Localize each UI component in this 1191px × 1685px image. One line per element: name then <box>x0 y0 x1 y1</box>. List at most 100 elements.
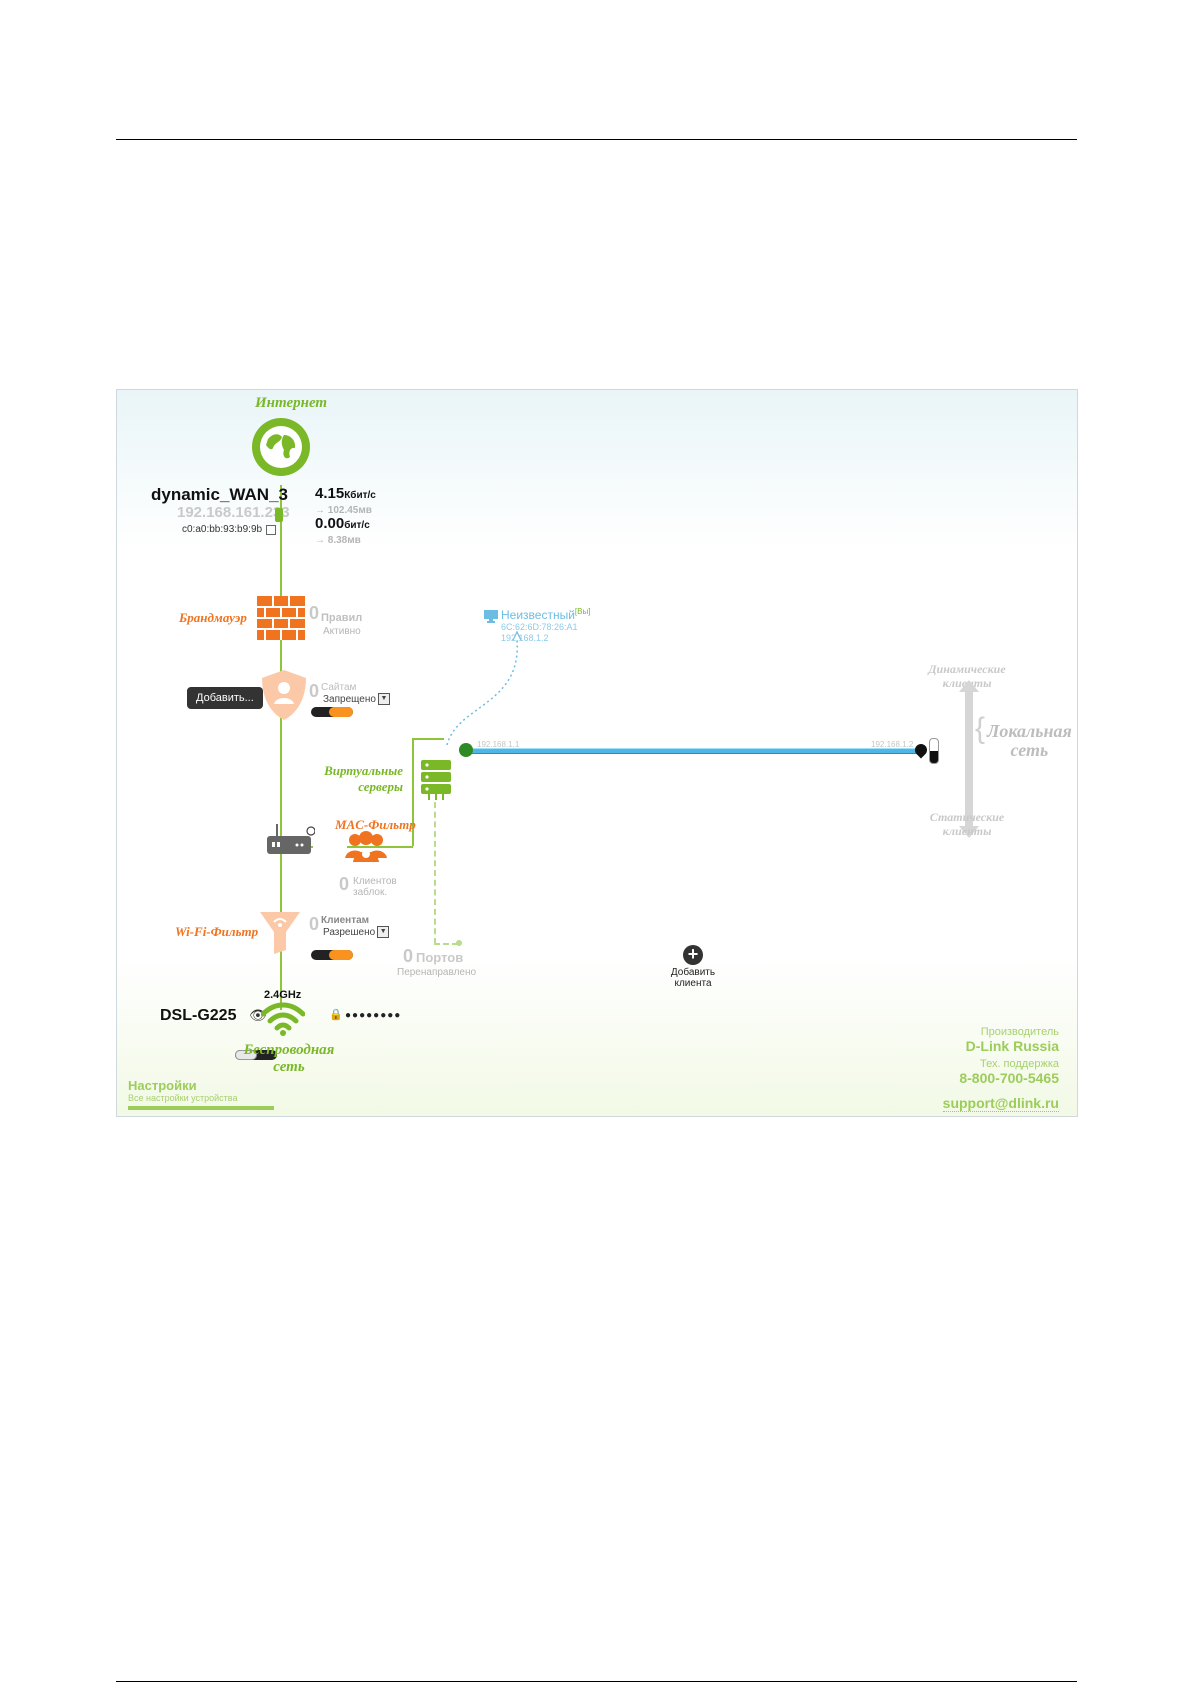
lan-title-line2: сеть <box>1010 740 1049 760</box>
wan-up-rate: 0.00 <box>315 515 345 532</box>
bottom-rule <box>116 1681 1077 1682</box>
lan-cable <box>467 748 917 754</box>
wan-mac: c0:a0:bb:93:b9:9b <box>182 524 263 535</box>
mac-filter-icon[interactable] <box>345 830 387 869</box>
mac-filter-label-line1: Клиентов <box>353 876 397 887</box>
double-arrow-icon <box>965 688 973 828</box>
wan-ip: 192.168.161.233 <box>177 504 290 521</box>
wan-down-total: → 102.45мв <box>315 505 372 516</box>
vendor-name[interactable]: D-Link Russia <box>965 1038 1059 1054</box>
dynamic-clients-line1: Динамические <box>928 662 1006 676</box>
wireless-title-line2: сеть <box>273 1059 305 1075</box>
unknown-client-name-row[interactable]: Неизвестный[Вы] <box>501 607 590 622</box>
chevron-down-icon: ▼ <box>377 926 390 938</box>
wan-down-stats: 4.15Кбит/с <box>315 485 376 503</box>
parental-select[interactable]: Запрещено ▼ <box>323 693 390 705</box>
top-rule <box>116 139 1077 140</box>
settings-title: Настройки <box>128 1078 197 1093</box>
unknown-client-name: Неизвестный <box>501 608 575 622</box>
eye-icon[interactable]: 👁 <box>249 1007 267 1023</box>
vendor-info: Производитель D-Link Russia Тех. поддерж… <box>942 1026 1059 1112</box>
wifi-filter-icon[interactable] <box>260 912 300 959</box>
wifi-filter-stats: 0 Клиентам <box>309 914 369 935</box>
monitor-icon[interactable] <box>484 610 498 628</box>
wan-down-rate: 4.15 <box>315 485 345 502</box>
firewall-icon[interactable] <box>257 596 305 645</box>
firewall-sublabel: Активно <box>323 626 361 637</box>
wifi-icon[interactable] <box>260 1002 306 1041</box>
lan-left-ip: 192.168.1.1 <box>477 740 520 749</box>
wan-up-unit: бит/с <box>344 520 370 531</box>
support-phone: 8-800-700-5465 <box>959 1070 1059 1086</box>
wifi-filter-select[interactable]: Разрешено ▼ <box>323 926 390 938</box>
add-client-label-line2: клиента <box>674 978 712 989</box>
globe-icon[interactable] <box>251 417 311 482</box>
copy-icon[interactable] <box>266 524 277 535</box>
support-email[interactable]: support@dlink.ru <box>942 1095 1059 1112</box>
client-link-line <box>446 630 522 746</box>
mac-filter-count: 0 <box>339 874 350 894</box>
settings-underline <box>128 1106 274 1110</box>
ports-label: Портов <box>416 950 464 965</box>
virtual-servers-title-line1: Виртуальные <box>324 763 403 778</box>
wan-up-total: → 8.38мв <box>315 535 361 546</box>
you-badge: [Вы] <box>574 607 591 616</box>
mac-filter-label-line2: заблок. <box>353 887 388 898</box>
wifi-filter-toggle[interactable] <box>311 950 353 960</box>
parental-count: 0 <box>309 681 320 701</box>
lan-connector-icon <box>929 738 939 764</box>
trunk-line <box>280 485 282 1010</box>
parental-label: Сайтам <box>321 682 357 693</box>
brace-icon: { <box>975 712 986 745</box>
ports-stats: 0 Портов <box>403 946 463 967</box>
add-client-button[interactable]: Добавить клиента <box>662 967 724 989</box>
parental-toggle[interactable] <box>311 707 353 717</box>
parental-control-icon[interactable] <box>262 670 306 725</box>
lan-right-ip: 192.168.1.2 <box>871 740 914 749</box>
virtual-servers-title-line2: серверы <box>358 779 403 794</box>
lan-title-line1: Локальная <box>987 721 1072 741</box>
router-icon[interactable] <box>267 824 316 861</box>
wan-up-stats: 0.00бит/с <box>315 515 370 533</box>
mac-filter-title: MAC-Фильтр <box>335 817 416 832</box>
ports-count: 0 <box>403 946 414 966</box>
lan-port-left[interactable] <box>459 743 473 757</box>
virtual-servers-title: Виртуальные серверы <box>317 763 403 795</box>
add-tooltip-button[interactable]: Добавить... <box>187 687 263 709</box>
settings-subtitle: Все настройки устройства <box>128 1093 238 1103</box>
static-clients-line1: Статические <box>929 810 1005 824</box>
wan-mac-row: c0:a0:bb:93:b9:9b <box>182 524 277 535</box>
wan-down-unit: Кбит/с <box>344 490 376 501</box>
parental-stats: 0 Сайтам <box>309 681 356 702</box>
lock-icon: 🔒 <box>329 1009 343 1021</box>
wifi-ssid[interactable]: DSL-G225 <box>160 1007 237 1024</box>
wifi-filter-count: 0 <box>309 914 320 934</box>
wan-name[interactable]: dynamic_WAN_3 <box>151 485 288 504</box>
support-label: Тех. поддержка <box>979 1058 1059 1070</box>
static-clients[interactable]: Статические клиенты <box>917 810 1017 838</box>
chevron-down-icon: ▼ <box>377 693 390 705</box>
firewall-count: 0 <box>309 603 320 623</box>
add-client-label-line1: Добавить <box>670 967 716 978</box>
wifi-filter-title: Wi-Fi-Фильтр <box>175 924 259 939</box>
parental-select-value: Запрещено <box>323 693 376 705</box>
static-clients-line2: клиенты <box>942 824 992 838</box>
firewall-label: Правил <box>321 612 363 624</box>
server-icon[interactable] <box>421 760 451 807</box>
wifi-filter-label: Клиентам <box>321 915 370 926</box>
settings-link[interactable]: Настройки Все настройки устройства <box>128 1078 274 1110</box>
unknown-client-ip: 192.168.1.2 <box>501 633 549 643</box>
wifi-password[interactable]: ●●●●●●●● <box>345 1010 402 1021</box>
ssid-visibility-toggle[interactable] <box>235 1050 277 1060</box>
lan-port-right[interactable] <box>912 741 930 759</box>
firewall-title: Брандмауэр <box>179 610 247 625</box>
add-client-icon[interactable]: + <box>683 945 703 965</box>
ports-sublabel: Перенаправлено <box>397 967 477 978</box>
wireless-title-line1: Беспроводная <box>243 1042 335 1058</box>
wifi-filter-select-value: Разрешено <box>323 926 376 938</box>
connector-icon <box>275 508 283 522</box>
vendor-label: Производитель <box>980 1026 1059 1038</box>
lan-title: Локальная сеть <box>987 722 1072 760</box>
wifi-band: 2.4GHz <box>264 989 302 1001</box>
unknown-client-mac: 6C:62:6D:78:26:A1 <box>501 622 578 632</box>
